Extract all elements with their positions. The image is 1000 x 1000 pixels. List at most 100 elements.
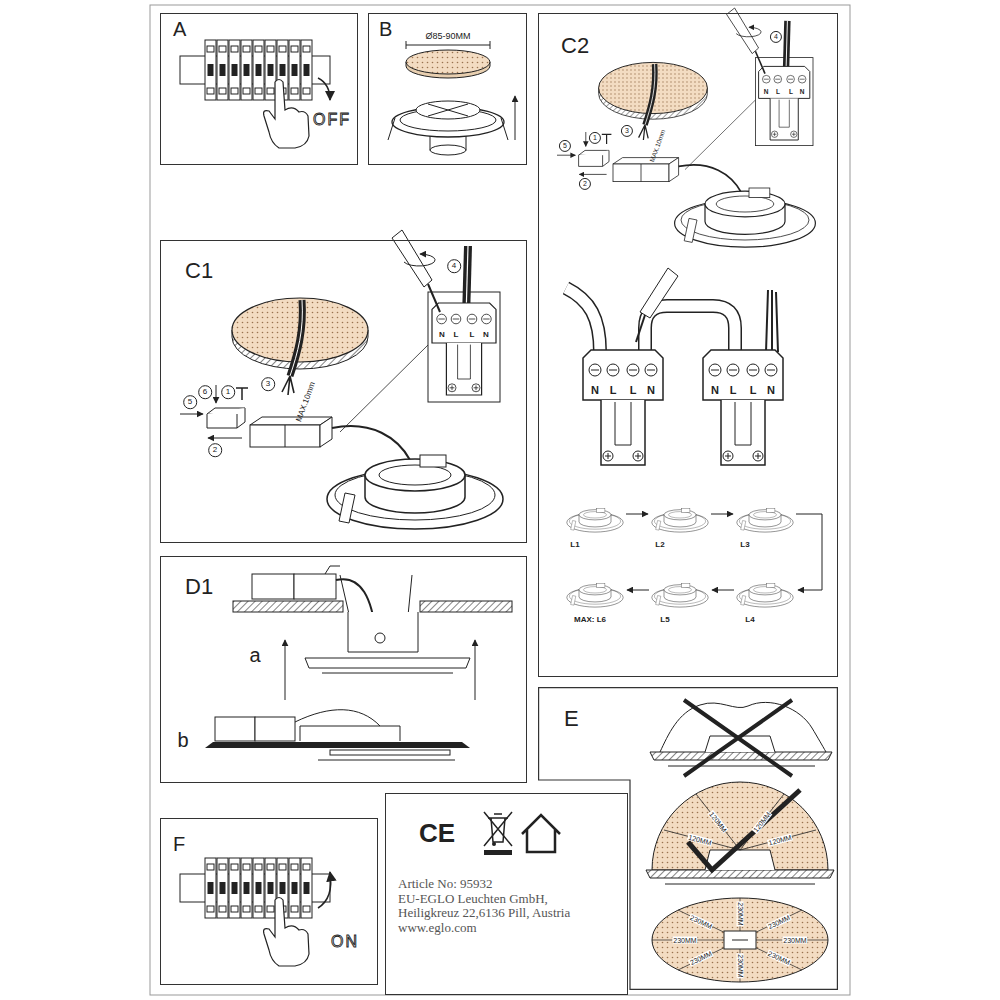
clearance-figure [646, 870, 834, 878]
terminal-label: L [750, 385, 757, 396]
step-letter: F [173, 833, 185, 855]
callout-number: 3 [261, 377, 275, 391]
mounting-figure [305, 658, 470, 668]
lamp-label: MAX: L6 [574, 616, 606, 624]
loop-wiring-figure [645, 306, 735, 352]
switch-state: OFF [313, 112, 351, 128]
terminal-label: L [730, 385, 737, 396]
dimension-label: MAX.10mm [649, 129, 667, 163]
clearance-figure [732, 940, 748, 941]
lamp-label: L4 [745, 616, 754, 624]
lamp-label: L3 [740, 541, 749, 549]
panel-outline [539, 688, 838, 990]
mounting-figure [252, 574, 294, 599]
step-panel: D1 [160, 556, 527, 783]
callout-number: 5 [559, 140, 571, 152]
cutout-figure [388, 41, 515, 155]
loop-wiring-figure [703, 350, 783, 465]
lamp-chain-figure [627, 590, 649, 591]
mounting-figure [215, 717, 255, 741]
terminal-label: L [610, 385, 617, 396]
terminal-label: L [454, 331, 459, 339]
breaker-off-figure [318, 78, 330, 100]
dimension-label: 120MM [707, 810, 728, 834]
callout-number: 1 [589, 132, 601, 144]
mounting-figure [325, 566, 340, 574]
clearance-figure [650, 752, 832, 760]
clearance-figure [665, 884, 815, 885]
loop-wiring-figure [566, 288, 600, 352]
callout-number: 6 [198, 385, 212, 399]
lamp-label: L1 [570, 541, 579, 549]
mounting-figure [330, 750, 450, 755]
dimension-label: 230MM [688, 913, 714, 930]
loop-wiring-figure [566, 288, 600, 352]
page-frame [150, 5, 850, 995]
callout-number: 5 [183, 395, 197, 409]
terminal-label: L [776, 89, 780, 96]
dimension-label: 230MM [782, 937, 807, 944]
loop-wiring-figure [566, 268, 783, 465]
loop-wiring-figure [636, 315, 645, 342]
mounting-figure [294, 574, 336, 599]
compliance-icons [484, 812, 560, 855]
clearance-figure [684, 700, 792, 776]
dimension-label: 230MM [688, 949, 714, 966]
breaker-off-figure [180, 40, 330, 148]
dimension-label: 120MM [687, 833, 713, 846]
dimension-label: 120MM [767, 833, 793, 846]
wiring-figure [557, 8, 815, 247]
lamp-chain-figure [567, 508, 822, 607]
step-label: a [249, 645, 260, 665]
step-letter: E [564, 707, 579, 731]
cutout-figure [416, 101, 480, 119]
mounting-figure [255, 717, 295, 741]
dimension-label: 230MM [766, 913, 792, 930]
terminal-label: L [789, 89, 793, 96]
loop-wiring-figure [766, 290, 778, 352]
cutout-figure [406, 41, 490, 49]
clearance-figure [668, 766, 815, 767]
mounting-figure [233, 601, 343, 612]
step-letter: A [173, 18, 186, 40]
dimension-label: 120MM [751, 810, 772, 834]
loop-wiring-figure [645, 306, 735, 352]
lamp-label: L2 [655, 541, 664, 549]
loop-wiring-figure [640, 268, 678, 318]
compliance-icons [522, 815, 560, 852]
mounting-figure [295, 710, 380, 726]
breaker-on-figure [180, 858, 331, 966]
lamp-chain-figure [652, 583, 708, 607]
callout-number: 3 [621, 125, 633, 137]
lamp-chain-figure [652, 508, 708, 532]
step-panel: C2 [538, 13, 838, 677]
mounting-figure [285, 640, 286, 700]
loop-wiring-figure [583, 350, 663, 465]
clearance-figure [688, 790, 800, 870]
lamp-chain-figure [737, 583, 793, 607]
breaker-on-figure [318, 872, 331, 908]
dimension-label: 230MM [737, 953, 744, 978]
terminal-label: N [800, 89, 805, 96]
info-text: EU-EGLO Leuchten GmbH, [398, 892, 548, 907]
lamp-chain-figure [712, 590, 734, 591]
lamp-chain-figure [567, 508, 623, 532]
step-letter: C1 [185, 259, 213, 283]
info-text: Heiligkreuz 22,6136 Pill, Austria [398, 906, 570, 921]
mounting-figure [475, 640, 476, 700]
mounting-figure [348, 612, 418, 652]
dimension-label: 230MM [737, 901, 744, 926]
mounting-figure [318, 760, 455, 761]
clearance-figure [652, 898, 828, 982]
compliance-icons [484, 812, 512, 846]
compliance-icons [492, 842, 496, 846]
step-letter: C2 [561, 34, 589, 58]
wiring-figure [180, 230, 503, 529]
terminal-label: N [647, 385, 655, 396]
dimension-label: 230MM [672, 937, 697, 944]
lamp-chain-figure [626, 514, 648, 515]
terminal-label: N [439, 331, 445, 339]
mounting-figure [375, 633, 385, 643]
clearance-figure [652, 898, 828, 982]
breaker-on-figure [180, 858, 330, 966]
